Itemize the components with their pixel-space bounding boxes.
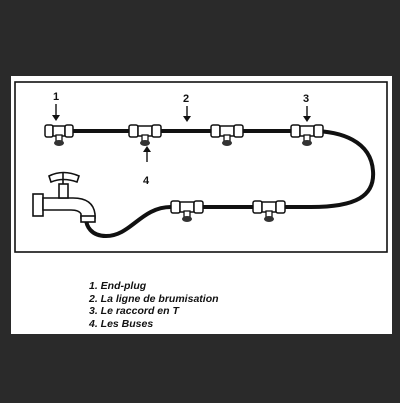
t-fitting-top-1 bbox=[128, 124, 162, 146]
diagram-border bbox=[14, 81, 388, 253]
arrow-down-icon bbox=[183, 106, 191, 122]
faucet-icon bbox=[32, 171, 96, 223]
t-fitting-top-2 bbox=[210, 124, 244, 146]
misting-system-diagram: 1 2 3 4 bbox=[14, 81, 388, 253]
t-fitting-top-3 bbox=[290, 124, 324, 146]
arrow-down-icon bbox=[52, 104, 60, 121]
diagram-panel: 1 2 3 4 1. End-plug 2. La ligne de brumi… bbox=[11, 76, 392, 334]
callout-2-label: 2 bbox=[183, 93, 189, 105]
arrow-down-icon bbox=[303, 106, 311, 122]
legend-item-1: 1. End-plug bbox=[89, 280, 147, 292]
legend-item-3: 3. Le raccord en T bbox=[89, 305, 179, 317]
legend-item-4: 4. Les Buses bbox=[89, 317, 154, 330]
callout-4-label: 4 bbox=[143, 175, 150, 187]
callout-1-label: 1 bbox=[53, 91, 59, 103]
misting-line bbox=[49, 129, 376, 239]
callout-3-label: 3 bbox=[303, 93, 309, 105]
legend-item-2: 2. La ligne de brumisation bbox=[89, 292, 219, 305]
arrow-up-icon bbox=[143, 146, 151, 162]
t-fitting-bottom-2 bbox=[252, 200, 286, 222]
legend: 1. End-plug 2. La ligne de brumisation 3… bbox=[89, 280, 219, 330]
end-plug-fitting bbox=[44, 124, 74, 146]
t-fitting-bottom-1 bbox=[170, 200, 204, 222]
